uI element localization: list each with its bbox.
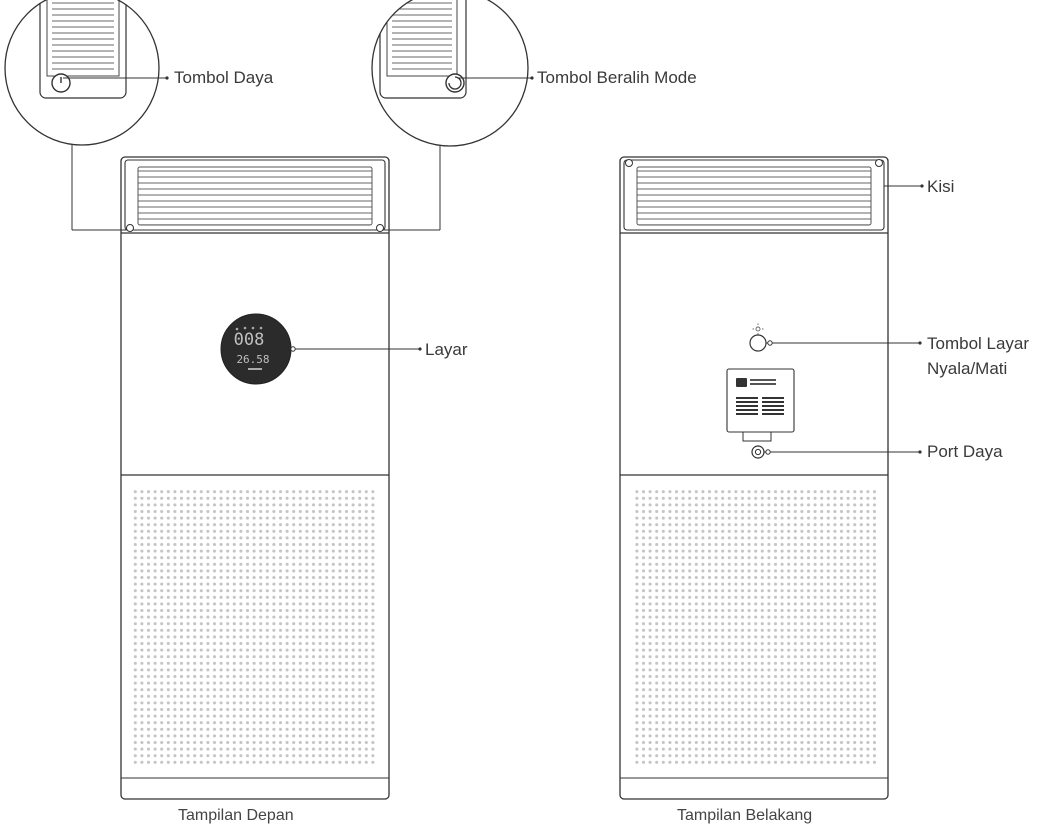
label-mode-button: Tombol Beralih Mode	[537, 68, 697, 87]
front-perforated-panel	[133, 487, 377, 767]
back-view	[619, 156, 924, 800]
label-display-toggle-line2: Nyala/Mati	[927, 359, 1008, 378]
power-port-icon	[751, 445, 765, 459]
sun-icon	[752, 323, 764, 335]
power-button-magnifier	[4, 0, 160, 146]
label-display: Layar	[425, 340, 468, 359]
front-view: 008 26.58	[4, 0, 534, 800]
front-corner-screw	[376, 224, 384, 232]
mode-button-magnifier	[371, 0, 529, 147]
display-main-readout: 008	[234, 330, 265, 350]
display-secondary-readout: 26.58	[236, 353, 269, 366]
front-display: 008 26.58	[220, 313, 292, 385]
label-grille: Kisi	[927, 177, 955, 196]
back-top-grille-slats	[636, 166, 872, 226]
front-corner-screw	[126, 224, 134, 232]
display-toggle-button	[749, 334, 767, 352]
caption-front-view: Tampilan Depan	[178, 807, 294, 824]
front-top-grille-slats	[137, 166, 373, 226]
label-display-toggle-line1: Tombol Layar	[927, 334, 1030, 353]
caption-back-view: Tampilan Belakang	[677, 807, 813, 824]
label-power-button: Tombol Daya	[174, 68, 274, 87]
rating-label-plate	[726, 368, 795, 442]
label-power-port: Port Daya	[927, 442, 1003, 461]
back-perforated-panel	[632, 487, 876, 767]
